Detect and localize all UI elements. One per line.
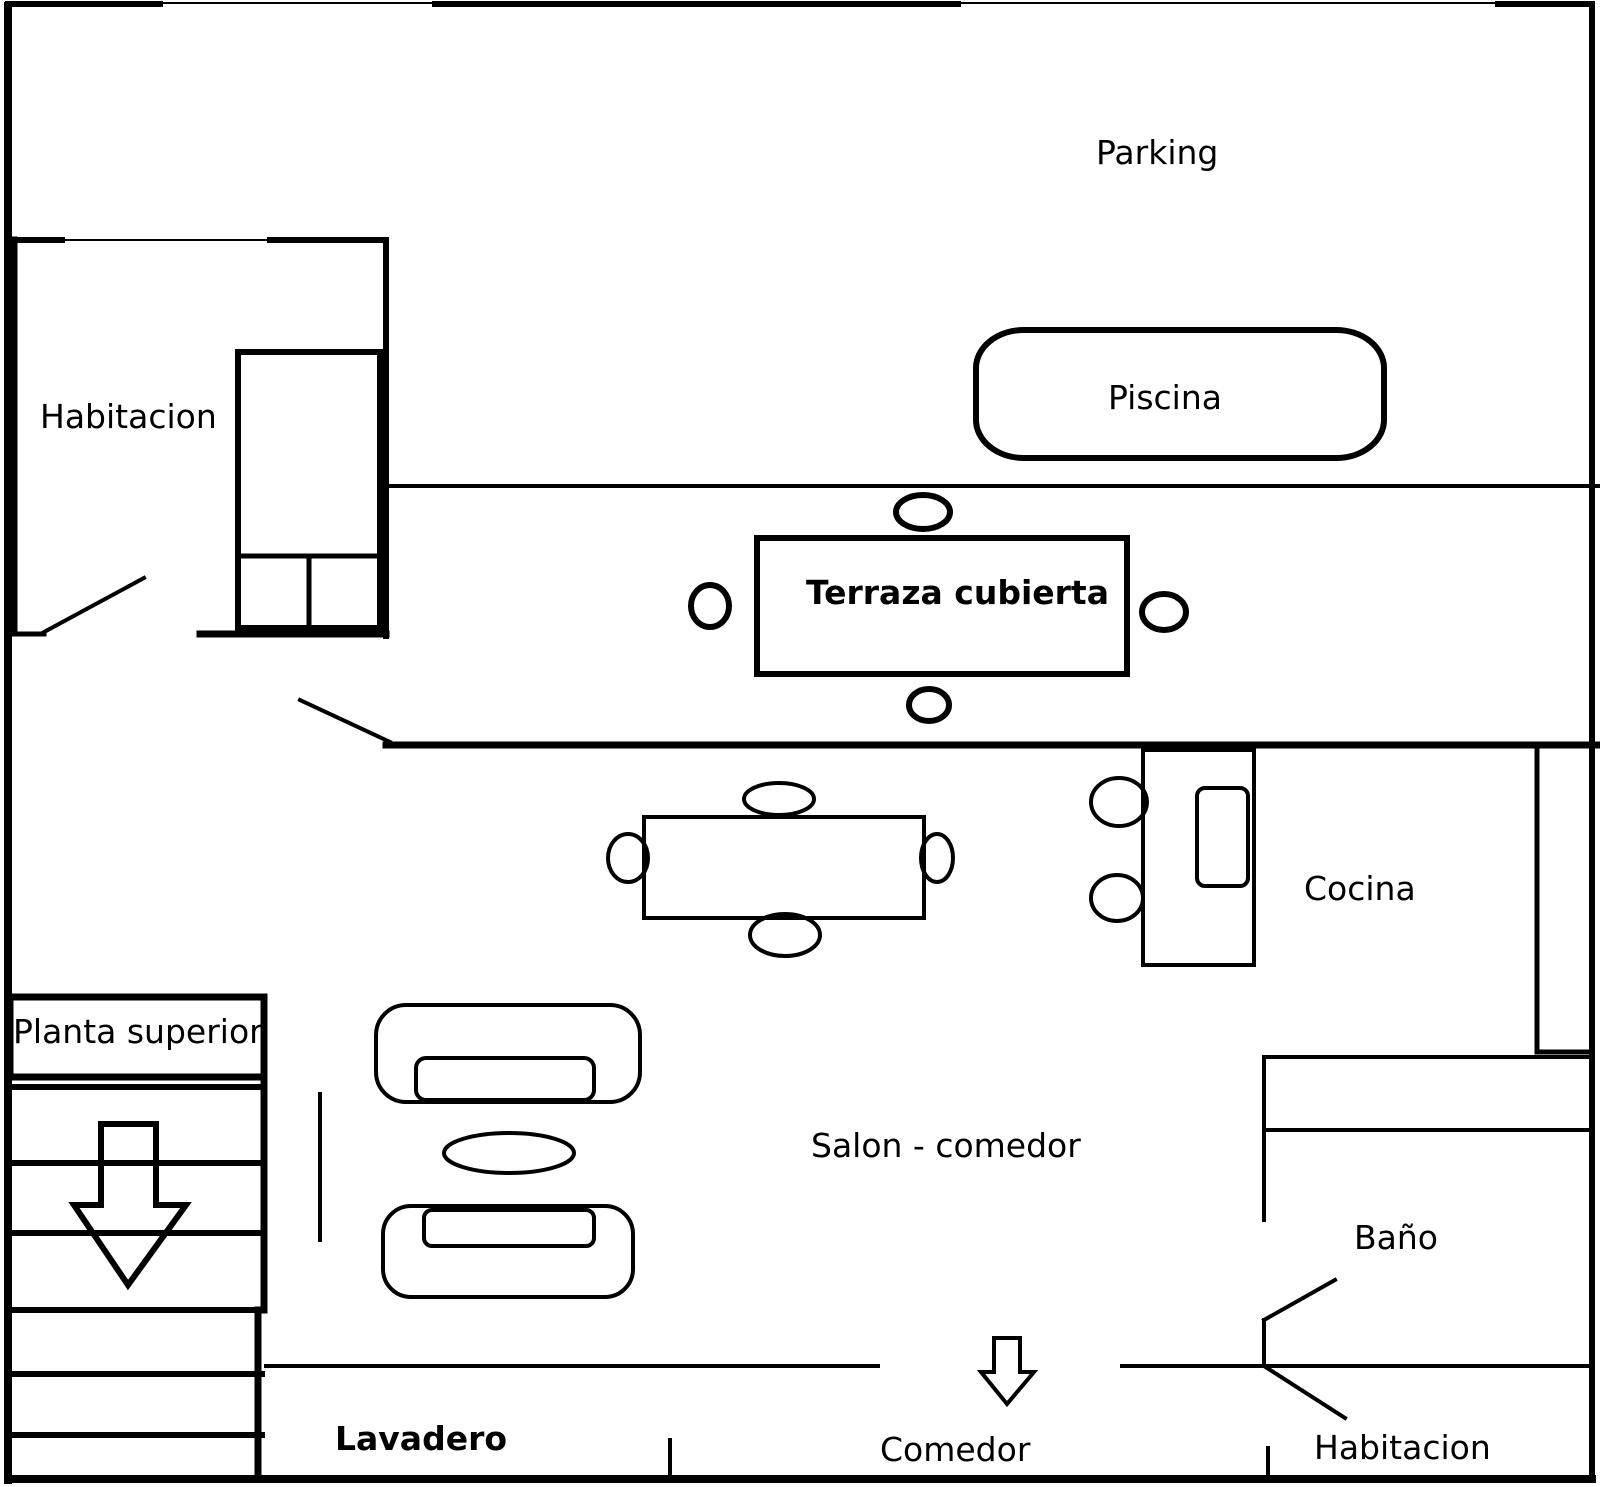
label-comedor: Comedor [880, 1430, 1031, 1469]
pool [973, 327, 1387, 461]
exit-arrow-icon [976, 1336, 1039, 1408]
label-parking: Parking [1096, 133, 1218, 172]
coffee-table [442, 1131, 576, 1175]
sofa-bottom [381, 1204, 635, 1299]
terrace-table [688, 492, 1189, 724]
dining-table [606, 781, 955, 958]
kitchen-island [1089, 748, 1256, 967]
bottom-walls [264, 1364, 1592, 1481]
stairs [6, 993, 268, 1483]
label-terraza: Terraza cubierta [806, 573, 1109, 612]
label-planta-superior: Planta superior [13, 1012, 263, 1051]
bathroom-walls [1261, 1055, 1592, 1421]
bedroom-top [10, 236, 390, 639]
label-piscina: Piscina [1108, 378, 1222, 417]
label-habitacion-bottom: Habitacion [1314, 1428, 1491, 1467]
stairs-arrow-icon [68, 1121, 192, 1291]
label-cocina: Cocina [1304, 869, 1416, 908]
label-salon: Salon - comedor [811, 1126, 1081, 1165]
label-lavadero: Lavadero [335, 1419, 507, 1458]
label-bano: Baño [1354, 1218, 1438, 1257]
label-habitacion-top: Habitacion [40, 397, 217, 436]
sofa-top [374, 1003, 642, 1104]
bed [235, 349, 383, 631]
terrace-walls [297, 484, 1600, 749]
